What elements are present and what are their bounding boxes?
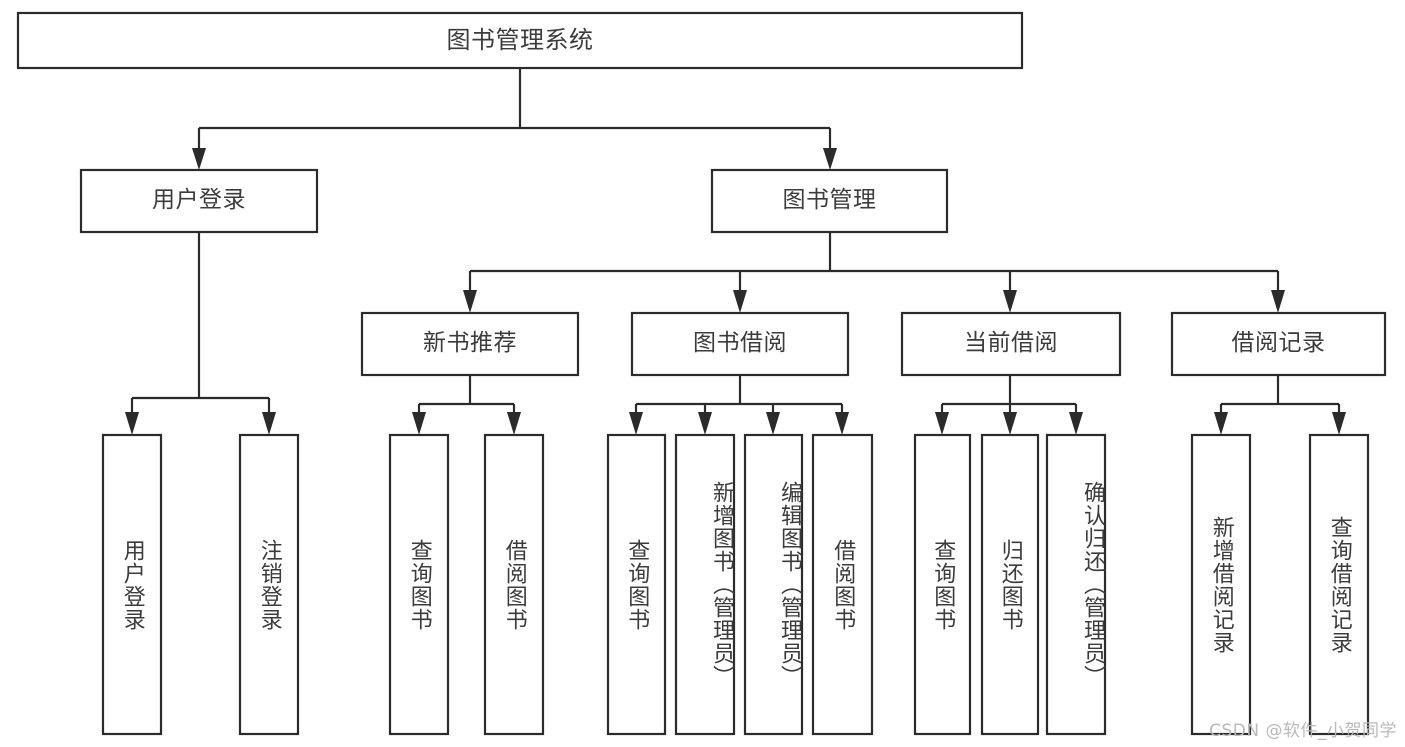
node-box-leaf-query-record[interactable] — [1308, 433, 1370, 736]
arrow-head-leaf-user-login — [125, 412, 139, 435]
node-box-leaf-edit-book[interactable] — [743, 433, 804, 736]
node-box-leaf-query-book-3[interactable] — [913, 433, 972, 736]
node-box-leaf-borrow-book-2[interactable] — [811, 433, 874, 736]
arrow-head-leaf-query-book-1 — [412, 412, 426, 435]
watermark-text: CSDN @软件_小贺同学 — [1209, 721, 1397, 741]
node-box-group — [16, 11, 1387, 736]
node-box-root[interactable] — [16, 11, 1024, 70]
arrow-head-user-login — [192, 148, 206, 170]
arrow-head-borrow-record — [1271, 290, 1285, 313]
arrow-head-leaf-query-book-3 — [935, 412, 949, 435]
arrow-head-leaf-query-book-2 — [629, 412, 643, 435]
arrow-head-leaf-query-record — [1332, 412, 1346, 435]
connector-group — [125, 68, 1346, 435]
arrow-head-current-borrow — [1003, 290, 1017, 313]
arrow-head-leaf-add-record — [1214, 412, 1228, 435]
node-box-current-borrow[interactable] — [900, 311, 1122, 377]
node-box-new-book-recommend[interactable] — [360, 311, 580, 377]
arrow-head-book-borrow — [733, 290, 747, 313]
node-box-leaf-borrow-book-1[interactable] — [483, 433, 545, 736]
node-box-leaf-add-record[interactable] — [1190, 433, 1252, 736]
node-box-user-login[interactable] — [79, 168, 319, 234]
arrow-head-leaf-logout — [262, 412, 276, 435]
arrow-head-book-mgmt — [823, 148, 837, 170]
node-box-leaf-query-book-1[interactable] — [388, 433, 450, 736]
node-box-book-management[interactable] — [710, 168, 949, 234]
node-box-leaf-confirm-return[interactable] — [1045, 433, 1107, 736]
node-box-leaf-logout[interactable] — [238, 433, 300, 736]
arrow-head-leaf-edit-book — [766, 412, 780, 435]
arrow-head-leaf-confirm-return — [1069, 412, 1083, 435]
arrow-head-leaf-borrow-book-1 — [507, 412, 521, 435]
arrow-head-leaf-return-book — [1003, 412, 1017, 435]
arrow-head-leaf-borrow-book-2 — [835, 412, 849, 435]
arrow-head-new-book-rec — [463, 290, 477, 313]
node-box-leaf-return-book[interactable] — [980, 433, 1040, 736]
node-box-book-borrow[interactable] — [630, 311, 850, 377]
node-box-leaf-query-book-2[interactable] — [606, 433, 667, 736]
arrow-head-leaf-add-book — [698, 412, 712, 435]
node-box-leaf-add-book[interactable] — [674, 433, 736, 736]
node-box-leaf-user-login[interactable] — [101, 433, 163, 736]
node-box-borrow-record[interactable] — [1170, 311, 1387, 377]
